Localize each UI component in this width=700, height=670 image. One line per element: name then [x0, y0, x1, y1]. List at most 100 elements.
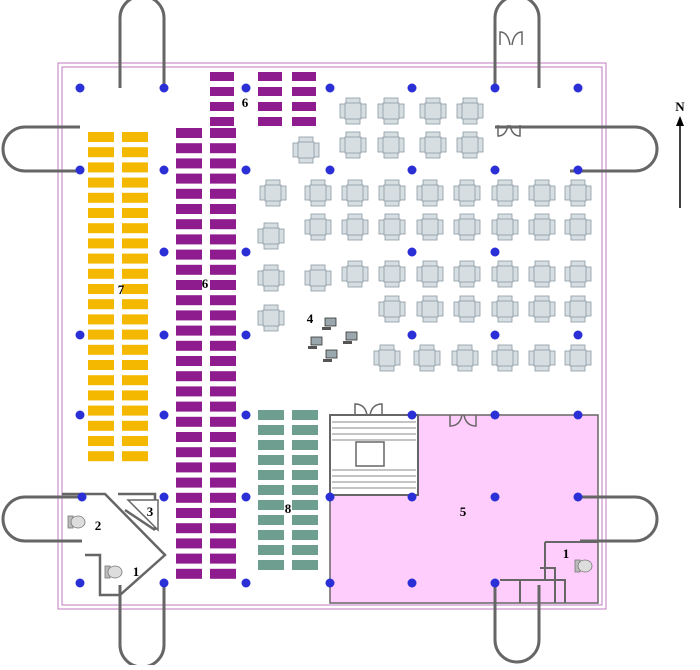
purple-desk: [176, 219, 202, 230]
study-table: [339, 97, 367, 125]
yellow-desk: [122, 405, 148, 416]
purple-desk: [292, 87, 316, 96]
purple-desk: [176, 204, 202, 214]
zone-4-label: 4: [307, 311, 314, 326]
study-table: [416, 179, 444, 207]
purple-desk: [210, 143, 236, 154]
green-desk: [292, 545, 318, 555]
purple-desk: [210, 447, 236, 458]
purple-desk: [210, 462, 236, 473]
study-table: [453, 260, 481, 288]
pillar-dot: [241, 492, 251, 502]
yellow-desk: [122, 284, 148, 294]
green-desk: [258, 470, 284, 480]
purple-desk: [210, 401, 236, 412]
yellow-desk: [88, 451, 114, 462]
yellow-desk: [88, 314, 114, 325]
green-desk: [292, 455, 318, 465]
pillar-dot: [407, 492, 417, 502]
yellow-desk: [122, 314, 148, 325]
purple-desk: [176, 325, 202, 336]
purple-desk: [176, 356, 202, 366]
yellow-desk: [88, 177, 114, 188]
study-table: [373, 344, 401, 372]
yellow-desk: [88, 329, 114, 340]
purple-desk: [176, 416, 202, 427]
zone-3-label: 3: [147, 504, 154, 519]
study-table: [564, 213, 592, 241]
study-table: [491, 213, 519, 241]
green-desk: [258, 515, 284, 525]
purple-desk: [176, 371, 202, 382]
green-desk: [292, 500, 318, 510]
computer-icon: [322, 317, 337, 330]
green-desk: [292, 425, 318, 435]
purple-desk: [292, 72, 316, 81]
purple-desk: [210, 188, 236, 199]
pillar-dot: [159, 330, 169, 340]
pillar-dot: [325, 492, 335, 502]
yellow-desk: [122, 390, 148, 401]
study-table: [257, 304, 285, 332]
pillar-dot: [490, 492, 500, 502]
pillar-dot: [159, 83, 169, 93]
green-desk-rows: [258, 410, 318, 570]
study-table: [378, 295, 406, 323]
purple-desk: [176, 295, 202, 306]
purple-desk: [176, 280, 202, 290]
toilet-icon: [574, 559, 593, 573]
study-table: [419, 131, 447, 159]
study-table: [453, 213, 481, 241]
purple-desk: [292, 102, 316, 111]
study-table: [304, 179, 332, 207]
yellow-desk: [122, 253, 148, 264]
study-table: [528, 295, 556, 323]
purple-desk: [210, 234, 236, 245]
zone-2-label: 2: [95, 518, 102, 533]
purple-desk: [176, 508, 202, 518]
green-desk: [258, 530, 284, 540]
purple-desk: [176, 401, 202, 412]
green-desk: [258, 545, 284, 555]
purple-desk: [210, 249, 236, 260]
green-desk: [258, 425, 284, 435]
zone-1-label: 1: [133, 564, 140, 579]
study-table: [341, 260, 369, 288]
purple-desk: [210, 295, 236, 306]
yellow-desk: [88, 132, 114, 142]
yellow-desk: [88, 390, 114, 401]
study-table: [564, 344, 592, 372]
purple-desk: [210, 310, 236, 321]
zone-3-triangle: [126, 499, 159, 532]
computer-stations: [308, 317, 358, 362]
green-desk: [258, 485, 284, 495]
purple-desk: [176, 249, 202, 260]
green-desk: [258, 455, 284, 465]
purple-desk: [176, 447, 202, 458]
yellow-desk: [88, 147, 114, 158]
purple-desk: [210, 264, 236, 275]
yellow-desk: [88, 299, 114, 310]
doors: [354, 31, 523, 427]
study-table: [456, 131, 484, 159]
purple-desk: [176, 492, 202, 503]
purple-desk: [210, 416, 236, 427]
study-table: [528, 260, 556, 288]
pillar-dot: [159, 247, 169, 257]
stair-wing: [1, 125, 80, 173]
purple-desk: [176, 553, 202, 564]
purple-desk: [176, 188, 202, 199]
pillar-dot: [490, 578, 500, 588]
pillar-dot: [407, 247, 417, 257]
pillar-dot: [407, 578, 417, 588]
yellow-desk: [88, 208, 114, 218]
purple-desk: [176, 128, 202, 138]
study-table: [528, 179, 556, 207]
study-table: [456, 97, 484, 125]
purple-desk: [210, 492, 236, 503]
study-table: [416, 260, 444, 288]
study-table: [491, 295, 519, 323]
purple-desk: [176, 143, 202, 154]
yellow-desk: [122, 420, 148, 431]
zone-1-right-label: 1: [563, 546, 570, 561]
